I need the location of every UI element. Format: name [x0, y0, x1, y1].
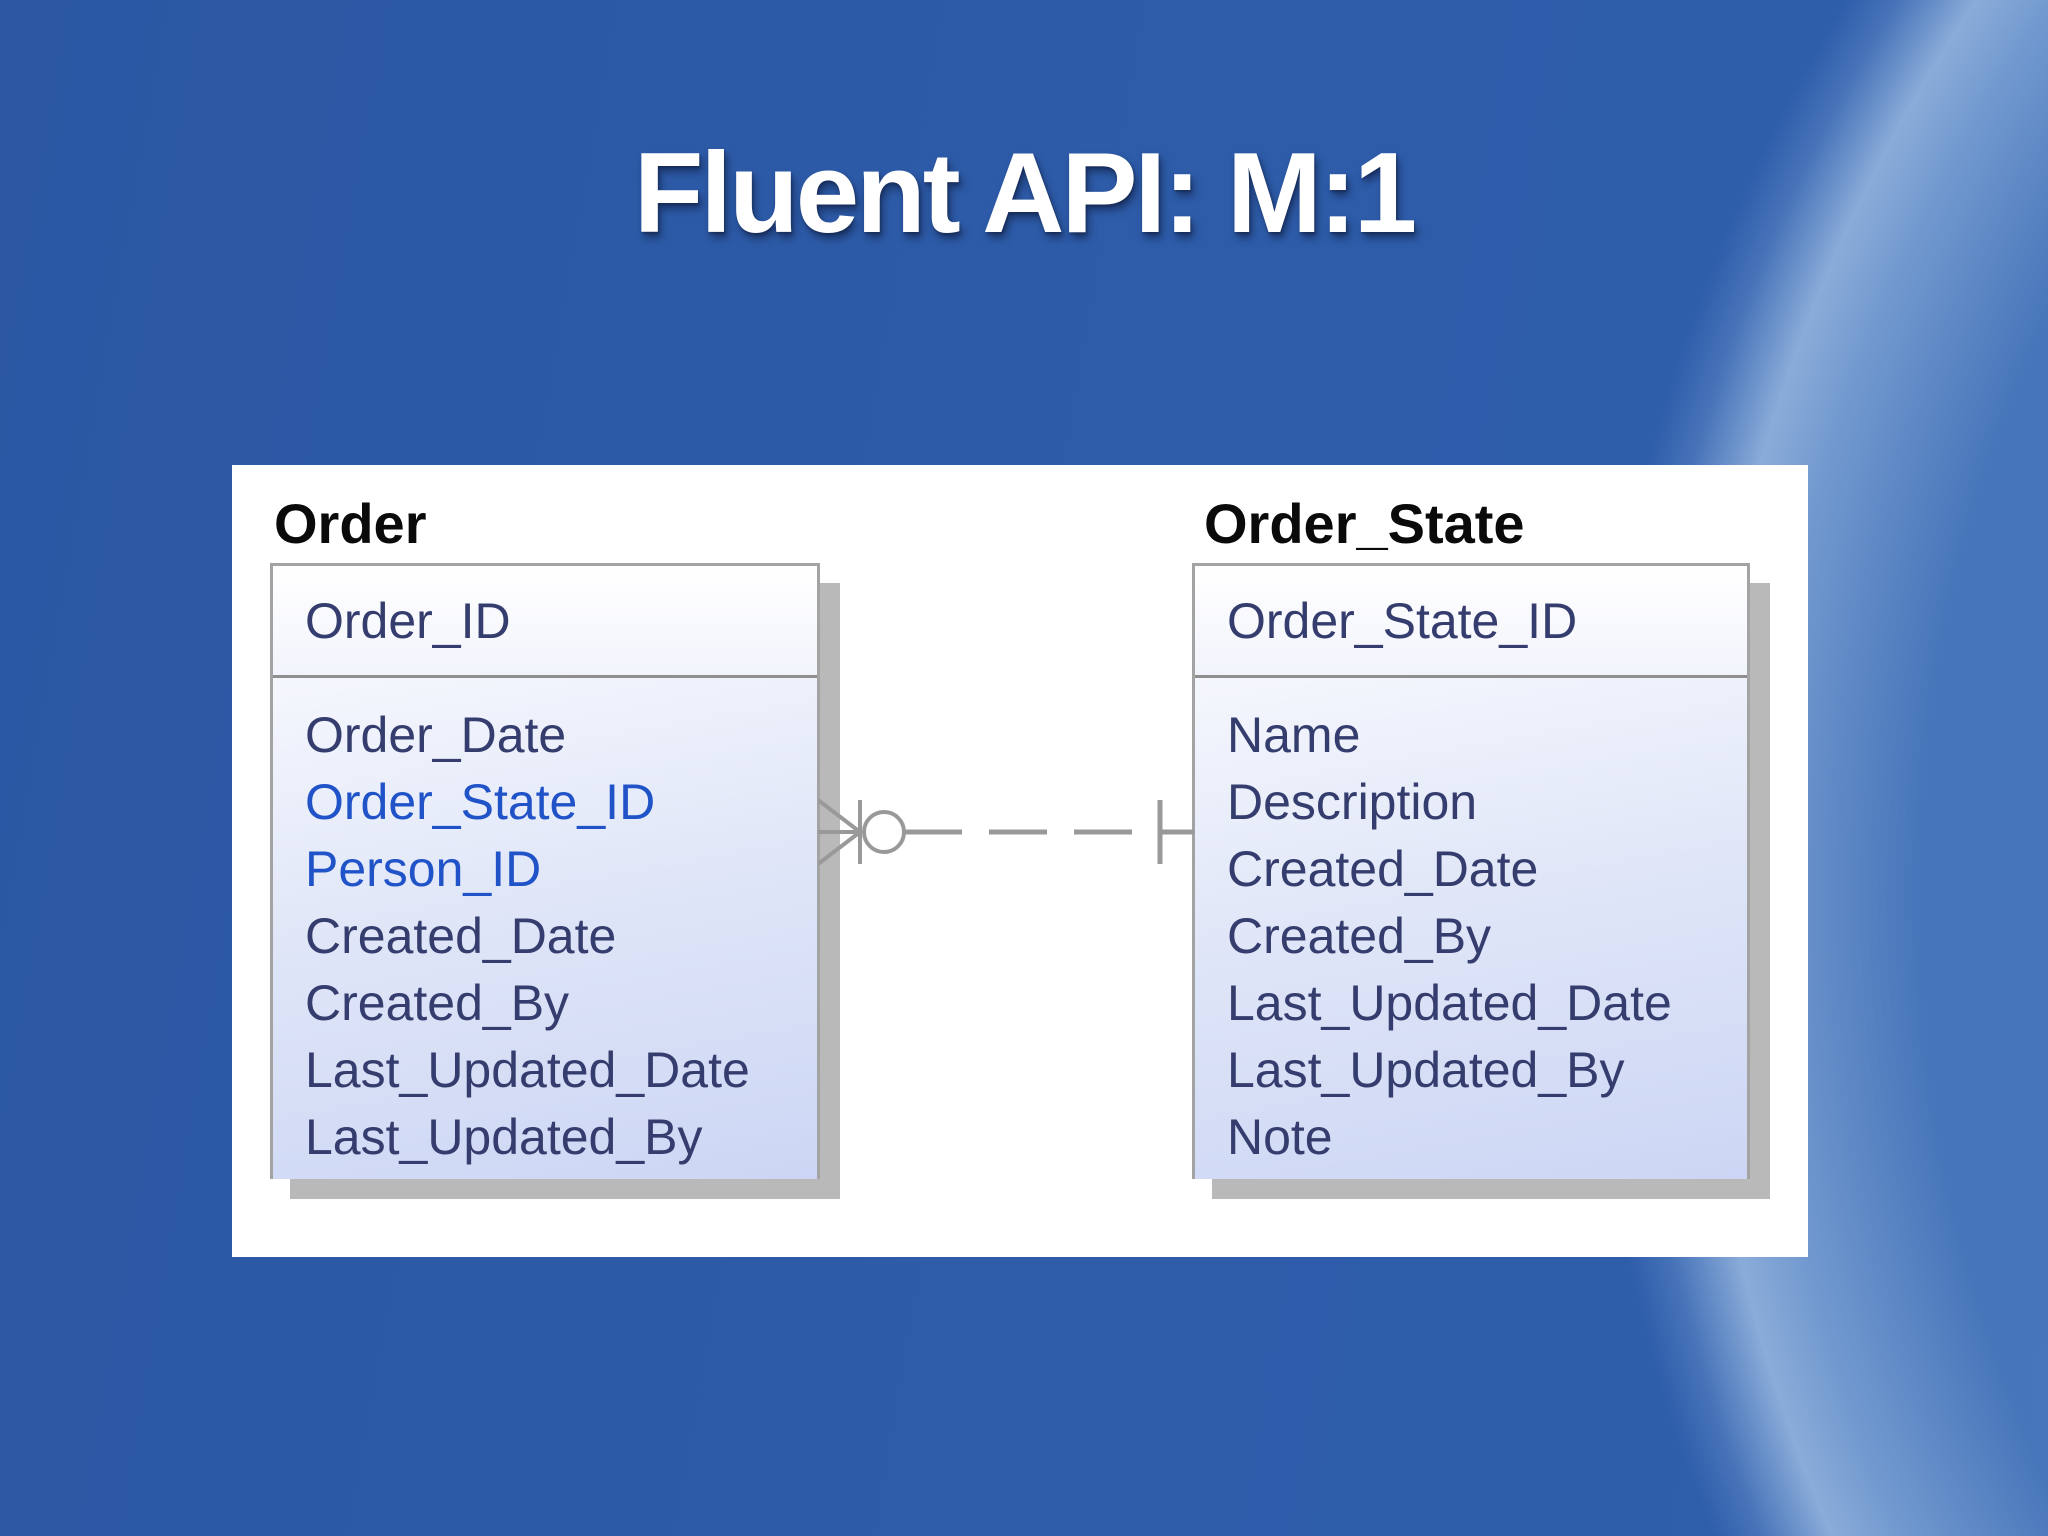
field-row: Last_Updated_By	[1227, 1042, 1625, 1098]
crows-foot-many-icon	[818, 798, 862, 866]
zero-circle-icon	[862, 810, 906, 854]
field-list: Order_Date Order_State_ID Person_ID Crea…	[273, 678, 817, 1179]
field-row: Created_Date	[1227, 841, 1539, 897]
field-row: Last_Updated_Date	[1227, 975, 1672, 1031]
order-table-box: Order_ID Order_Date Order_State_ID Perso…	[270, 563, 820, 1179]
order-state-table-box: Order_State_ID Name Description Created_…	[1192, 563, 1750, 1179]
relationship-connector	[818, 798, 1194, 866]
slide-title: Fluent API: M:1	[633, 130, 1417, 257]
field-row-foreign-key: Order_State_ID	[305, 774, 656, 830]
primary-key-row: Order_State_ID	[1195, 566, 1747, 678]
field-row: Last_Updated_Date	[305, 1042, 750, 1098]
field-row: Last_Updated_By	[305, 1109, 703, 1165]
field-row: Note	[1227, 1109, 1333, 1165]
field-row: Order_Date	[305, 707, 567, 763]
field-row: Name	[1227, 707, 1361, 763]
field-row-foreign-key: Person_ID	[305, 841, 542, 897]
field-row: Description	[1227, 774, 1478, 830]
diagram-canvas: Order Order_ID Order_Date Order_State_ID…	[232, 465, 1808, 1257]
primary-key-row: Order_ID	[273, 566, 817, 678]
table-title: Order	[274, 492, 427, 555]
field-row: Created_By	[1227, 908, 1492, 964]
field-row: Created_By	[305, 975, 570, 1031]
field-list: Name Description Created_Date Created_By…	[1195, 678, 1747, 1179]
primary-key-field: Order_State_ID	[1227, 592, 1578, 649]
table-title: Order_State	[1204, 492, 1525, 555]
primary-key-field: Order_ID	[305, 592, 511, 649]
field-row: Created_Date	[305, 908, 617, 964]
